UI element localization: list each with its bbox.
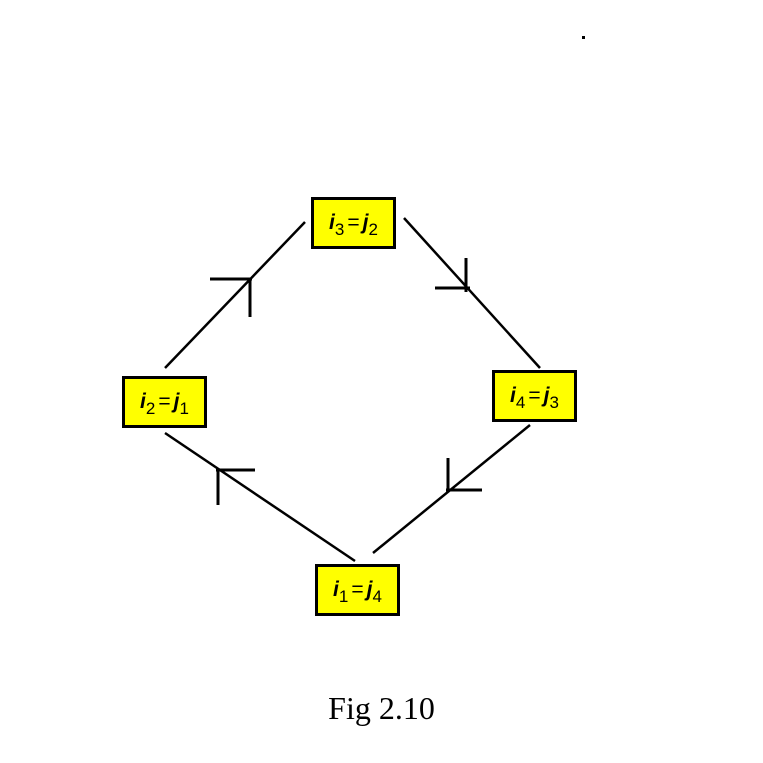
node-bottom-equals: = — [351, 578, 364, 601]
node-bottom-left-sub: 1 — [338, 587, 349, 606]
node-right-equals: = — [528, 384, 541, 407]
arrow-marker-left-to-top — [210, 277, 252, 317]
node-bottom-right-var: j — [366, 578, 373, 601]
arrow-marker-top-to-right — [435, 258, 470, 292]
node-top-right-sub: 2 — [368, 220, 378, 239]
node-right-right-sub: 3 — [549, 393, 559, 412]
edge-left-to-top — [164, 221, 306, 369]
node-left-left-var: i — [140, 390, 146, 413]
node-left-right-sub: 1 — [179, 399, 189, 418]
node-top-left-sub: 3 — [334, 220, 345, 239]
stray-dot-mark — [582, 36, 585, 39]
edge-top-to-right — [403, 217, 541, 369]
node-right-left-var: i — [510, 384, 516, 407]
node-bottom-left-var: i — [333, 578, 339, 601]
node-bottom-right-sub: 4 — [372, 587, 382, 606]
arrow-marker-bottom-to-left — [216, 468, 255, 505]
node-left-right-var: j — [173, 390, 180, 413]
node-top-left-var: i — [329, 211, 335, 234]
figure-caption: Fig 2.10 — [328, 690, 435, 726]
node-right-left-sub: 4 — [515, 393, 526, 412]
arrow-marker-right-to-bottom — [446, 458, 482, 492]
edge-bottom-to-left — [164, 431, 356, 563]
node-top-right-var: j — [362, 211, 369, 234]
node-top-equals: = — [347, 211, 360, 234]
node-right-right-var: j — [543, 384, 550, 407]
node-left-left-sub: 2 — [145, 399, 156, 418]
node-left-equals: = — [158, 390, 171, 413]
